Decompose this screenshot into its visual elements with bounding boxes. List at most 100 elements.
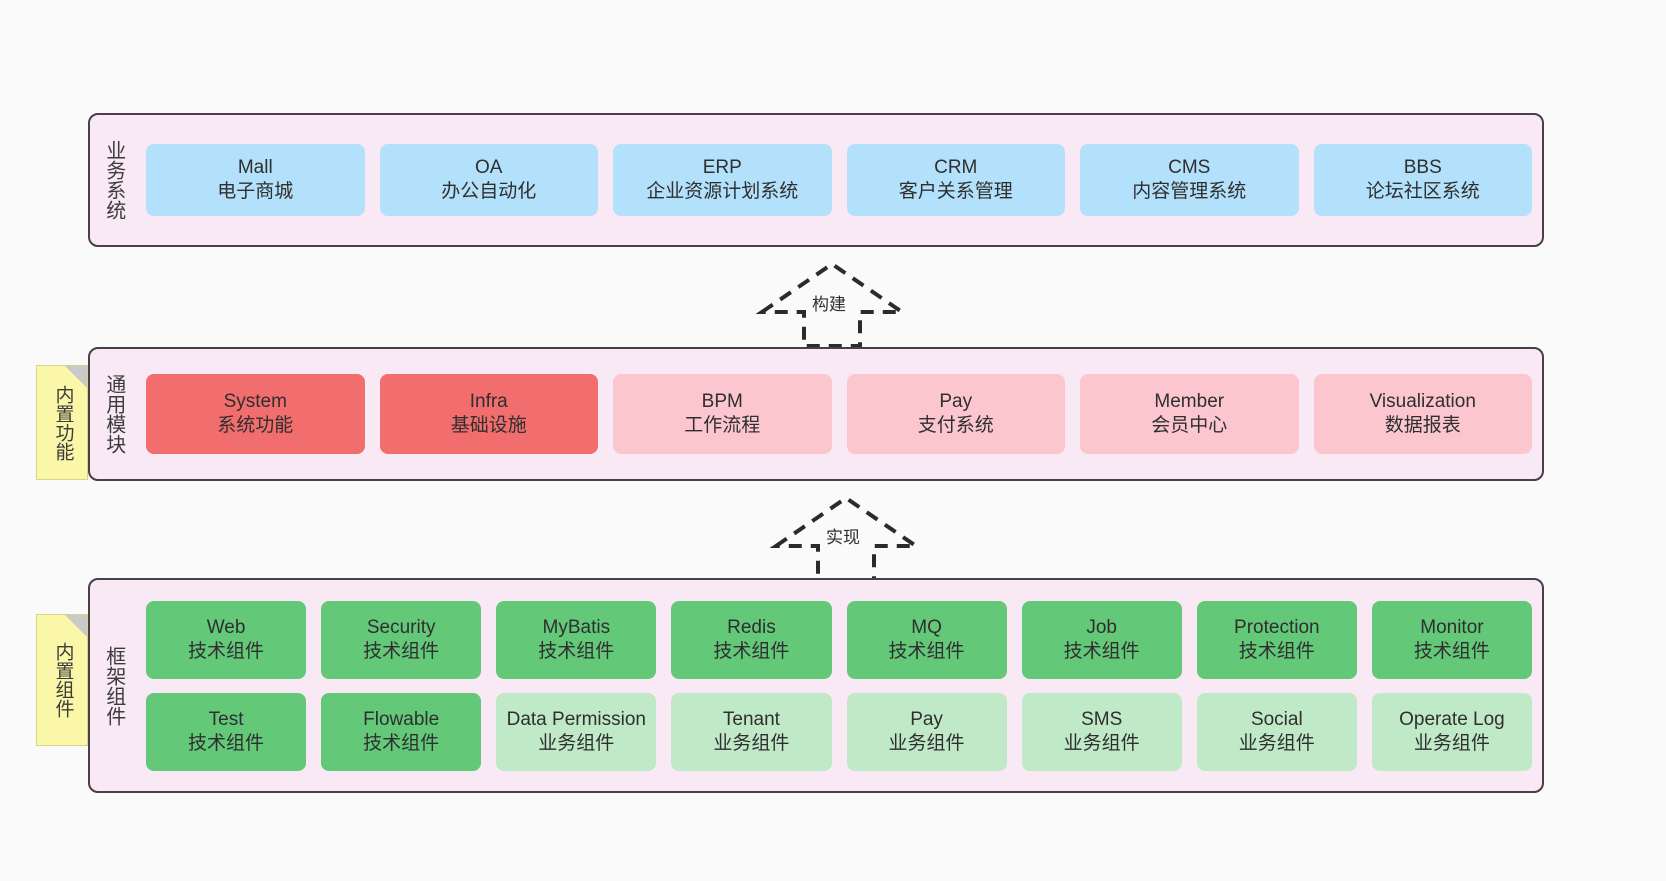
card-title: Pay — [939, 391, 973, 413]
card-subtitle: 技术组件 — [1413, 640, 1490, 662]
card-subtitle: 业务组件 — [1238, 732, 1315, 754]
card-title: Social — [1250, 708, 1303, 730]
card-title: Pay — [910, 708, 943, 730]
layer-common-modules: 通用模块 System 系统功能 Infra 基础设施 BPM 工作流程 Pay… — [88, 347, 1544, 481]
card-subtitle: 技术组件 — [363, 732, 440, 754]
card-mq[interactable]: MQ 技术组件 — [846, 600, 1007, 679]
card-crm[interactable]: CRM 客户关系管理 — [846, 144, 1065, 216]
card-title: Visualization — [1369, 391, 1476, 413]
card-subtitle: 业务组件 — [888, 732, 965, 754]
layer-framework-components: 框架组件 Web 技术组件 Security 技术组件 MyBatis 技术组件… — [88, 578, 1544, 793]
card-cms[interactable]: CMS 内容管理系统 — [1080, 144, 1299, 216]
card-subtitle: 客户关系管理 — [898, 181, 1013, 202]
card-protection[interactable]: Protection 技术组件 — [1196, 600, 1357, 679]
card-erp[interactable]: ERP 企业资源计划系统 — [613, 144, 832, 216]
card-subtitle: 技术组件 — [363, 640, 440, 662]
card-redis[interactable]: Redis 技术组件 — [671, 600, 832, 679]
card-mybatis[interactable]: MyBatis 技术组件 — [496, 600, 657, 679]
card-title: CMS — [1168, 157, 1211, 179]
card-title: CRM — [934, 157, 978, 179]
card-subtitle: 论坛社区系统 — [1365, 181, 1480, 202]
card-mall[interactable]: Mall 电子商城 — [146, 144, 365, 216]
card-infra[interactable]: Infra 基础设施 — [379, 374, 598, 454]
card-sms[interactable]: SMS 业务组件 — [1021, 692, 1182, 771]
card-subtitle: 工作流程 — [684, 415, 761, 436]
sticky-note-label: 内置组件 — [52, 642, 74, 718]
card-title: MQ — [911, 616, 942, 638]
card-title: Flowable — [363, 708, 440, 730]
card-subtitle: 电子商城 — [217, 181, 294, 202]
card-title: System — [223, 391, 287, 413]
card-subtitle: 业务组件 — [538, 732, 615, 754]
card-title: BBS — [1403, 157, 1442, 179]
card-title: Test — [208, 708, 244, 730]
card-title: BPM — [701, 391, 743, 413]
note-fold-corner-icon — [65, 615, 87, 637]
note-fold-corner-icon — [65, 366, 87, 388]
card-title: MyBatis — [542, 616, 611, 638]
card-row-business: Test 技术组件 Flowable 技术组件 Data Permission … — [146, 692, 1532, 771]
card-subtitle: 业务组件 — [1063, 732, 1140, 754]
card-monitor[interactable]: Monitor 技术组件 — [1371, 600, 1532, 679]
card-subtitle: 技术组件 — [888, 640, 965, 662]
card-row-tech: Web 技术组件 Security 技术组件 MyBatis 技术组件 Redi… — [146, 600, 1532, 679]
card-title: Security — [366, 616, 436, 638]
card-system[interactable]: System 系统功能 — [146, 374, 365, 454]
card-tenant[interactable]: Tenant 业务组件 — [671, 692, 832, 771]
card-social[interactable]: Social 业务组件 — [1196, 692, 1357, 771]
layer-business-system: 业务系统 Mall 电子商城 OA 办公自动化 ERP 企业资源计划系统 CRM… — [88, 113, 1544, 247]
card-member[interactable]: Member 会员中心 — [1080, 374, 1299, 454]
card-visualization[interactable]: Visualization 数据报表 — [1313, 374, 1532, 454]
sticky-note-label: 内置功能 — [52, 384, 74, 461]
card-title: Infra — [469, 391, 508, 413]
card-subtitle: 技术组件 — [1238, 640, 1315, 662]
card-subtitle: 内容管理系统 — [1132, 181, 1247, 202]
card-web[interactable]: Web 技术组件 — [146, 600, 307, 679]
card-subtitle: 企业资源计划系统 — [646, 181, 799, 202]
card-title: Tenant — [722, 708, 780, 730]
sticky-note-builtin-function: 内置功能 — [36, 365, 88, 480]
card-subtitle: 业务组件 — [1413, 732, 1490, 754]
card-bbs[interactable]: BBS 论坛社区系统 — [1313, 144, 1532, 216]
sticky-note-builtin-component: 内置组件 — [36, 614, 88, 746]
card-oa[interactable]: OA 办公自动化 — [379, 144, 598, 216]
card-row: System 系统功能 Infra 基础设施 BPM 工作流程 Pay 支付系统… — [146, 374, 1532, 454]
card-subtitle: 系统功能 — [217, 415, 294, 436]
card-title: Data Permission — [506, 708, 646, 730]
layer-title-business-system: 业务系统 — [102, 140, 125, 220]
connector-label-implement: 实现 — [826, 528, 860, 547]
layer-body-framework-components: Web 技术组件 Security 技术组件 MyBatis 技术组件 Redi… — [136, 580, 1542, 791]
card-title: OA — [475, 157, 503, 179]
card-subtitle: 技术组件 — [538, 640, 615, 662]
layer-body-common-modules: System 系统功能 Infra 基础设施 BPM 工作流程 Pay 支付系统… — [136, 349, 1542, 479]
layer-title-framework-components: 框架组件 — [102, 645, 125, 726]
card-title: Protection — [1234, 616, 1320, 638]
card-subtitle: 技术组件 — [188, 640, 265, 662]
card-row: Mall 电子商城 OA 办公自动化 ERP 企业资源计划系统 CRM 客户关系… — [146, 144, 1532, 216]
card-title: Mall — [237, 157, 273, 179]
card-pay[interactable]: Pay 支付系统 — [846, 374, 1065, 454]
card-security[interactable]: Security 技术组件 — [321, 600, 482, 679]
card-subtitle: 基础设施 — [450, 415, 527, 436]
card-pay-business[interactable]: Pay 业务组件 — [846, 692, 1007, 771]
card-subtitle: 技术组件 — [188, 732, 265, 754]
card-flowable[interactable]: Flowable 技术组件 — [321, 692, 482, 771]
card-job[interactable]: Job 技术组件 — [1021, 600, 1182, 679]
card-test[interactable]: Test 技术组件 — [146, 692, 307, 771]
card-bpm[interactable]: BPM 工作流程 — [613, 374, 832, 454]
card-title: Monitor — [1420, 616, 1484, 638]
layer-title-common-modules: 通用模块 — [102, 374, 125, 454]
card-data-permission[interactable]: Data Permission 业务组件 — [496, 692, 657, 771]
card-title: Member — [1154, 391, 1225, 413]
card-subtitle: 办公自动化 — [441, 181, 537, 202]
card-subtitle: 技术组件 — [1063, 640, 1140, 662]
card-title: SMS — [1081, 708, 1123, 730]
card-title: ERP — [702, 157, 742, 179]
card-title: Operate Log — [1399, 708, 1505, 730]
card-subtitle: 技术组件 — [713, 640, 790, 662]
card-subtitle: 支付系统 — [917, 415, 994, 436]
card-operate-log[interactable]: Operate Log 业务组件 — [1371, 692, 1532, 771]
card-title: Web — [206, 616, 246, 638]
connector-label-build: 构建 — [812, 295, 846, 314]
